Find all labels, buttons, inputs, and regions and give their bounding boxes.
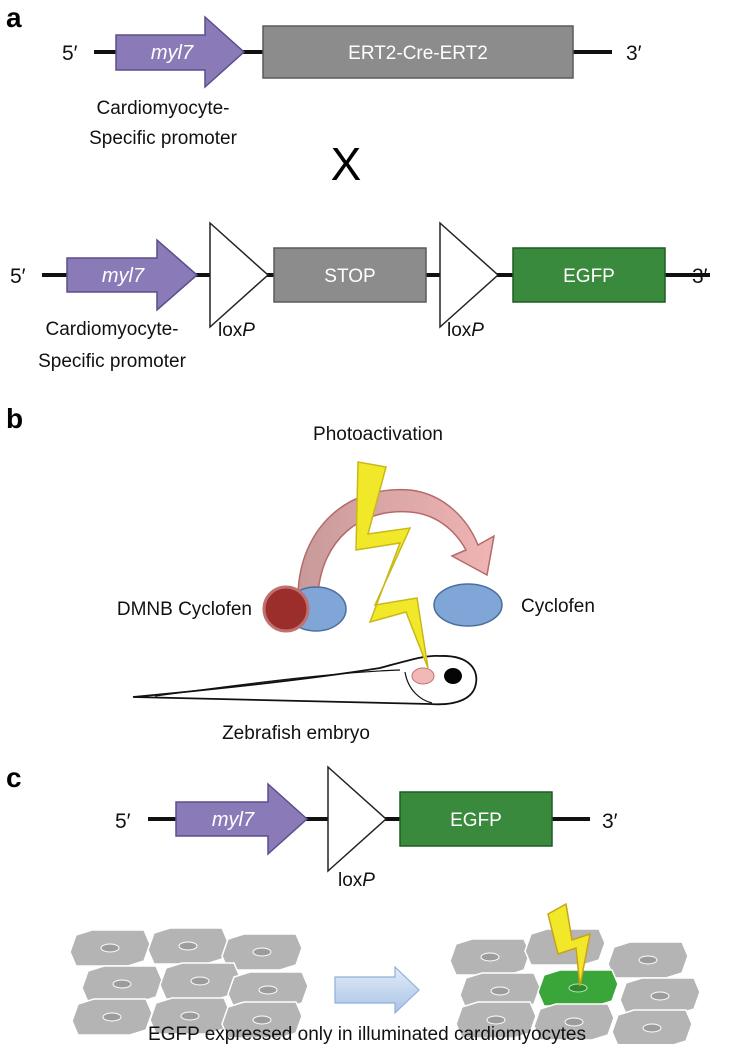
cyclofen-molecule [433,583,503,627]
embryo-label: Zebrafish embryo [222,723,370,744]
promoter-caption-line2: Specific promoter [38,351,187,372]
loxp-site-1 [209,221,270,329]
three-prime-label: 3′ [602,810,618,833]
photoactivation-bolt-icon [355,461,429,669]
promoter-caption-line2: Specific promoter [89,128,238,149]
gene-label: ERT2-Cre-ERT2 [348,43,488,64]
illuminated-cardiomyocyte [537,969,619,1007]
embryo-eye [444,668,462,684]
zebrafish-embryo [132,655,478,706]
egfp-label: EGFP [563,266,615,287]
promoter-label: myl7 [151,42,194,64]
five-prime-label: 5′ [115,810,131,833]
photoactivation-label: Photoactivation [313,424,443,445]
egfp-box [512,247,666,303]
loxp-label-1: loxP [218,320,255,341]
cardiomyocyte-sheet-after [449,928,701,1044]
stop-cassette [273,247,427,303]
myl7-promoter-arrow [66,238,199,312]
dmnb-cyclofen-label: DMNB Cyclofen [117,599,252,620]
promoter-caption-line1: Cardiomyocyte- [96,98,229,119]
myl7-promoter-arrow [175,782,309,856]
recombined-construct: 5′ 3′ myl7 EGFP loxP [115,765,618,891]
cross-symbol: X [331,138,362,190]
stop-label: STOP [324,266,375,287]
construct-2: 5′ 3′ myl7 STOP EGFP loxP loxP Cardiomyo… [10,221,710,372]
promoter-caption-line1: Cardiomyocyte- [45,319,178,340]
three-prime-label: 3′ [692,265,708,288]
loxp-label: loxP [338,870,375,891]
loxp-site-2 [439,221,500,329]
egfp-label: EGFP [450,810,502,831]
embryo-heart [411,667,435,685]
five-prime-label: 5′ [10,265,26,288]
cyclofen-label: Cyclofen [521,596,595,617]
panel-c-caption: EGFP expressed only in illuminated cardi… [148,1024,586,1044]
cardiomyocyte-sheet-before [69,927,309,1039]
egfp-box [399,791,553,847]
transition-arrow [334,965,420,1015]
panel-c-letter: c [6,762,22,793]
loxp-site [327,765,388,873]
panel-a-letter: a [6,2,22,33]
three-prime-label: 3′ [626,42,642,65]
promoter-label: myl7 [102,265,145,287]
construct-1: 5′ 3′ myl7 ERT2-Cre-ERT2 Cardiomyocyte- … [62,15,642,149]
panel-b-letter: b [6,403,23,434]
dmnb-cage [262,585,310,633]
illumination-bolt-icon [547,902,591,987]
five-prime-label: 5′ [62,42,78,65]
ert2-cre-ert2-box [262,25,574,79]
promoter-label: myl7 [212,809,255,831]
loxp-label-2: loxP [447,320,484,341]
myl7-promoter-arrow [115,15,246,89]
